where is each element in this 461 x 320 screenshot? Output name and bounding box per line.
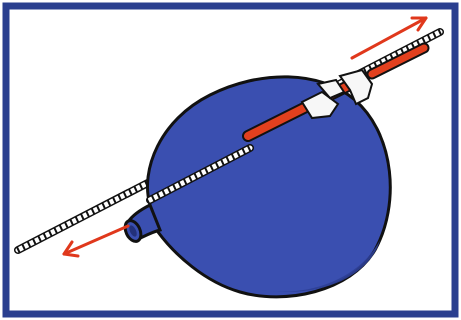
string-over-balloon xyxy=(146,144,254,204)
motion-arrow-backward xyxy=(62,224,130,258)
motion-arrow-forward xyxy=(350,16,428,60)
tape xyxy=(300,68,374,120)
balloon xyxy=(123,75,392,299)
balloon-body xyxy=(146,75,392,299)
tape-piece-back xyxy=(338,68,374,106)
tape-piece-middle xyxy=(316,78,346,100)
tape-piece-front xyxy=(300,90,340,120)
